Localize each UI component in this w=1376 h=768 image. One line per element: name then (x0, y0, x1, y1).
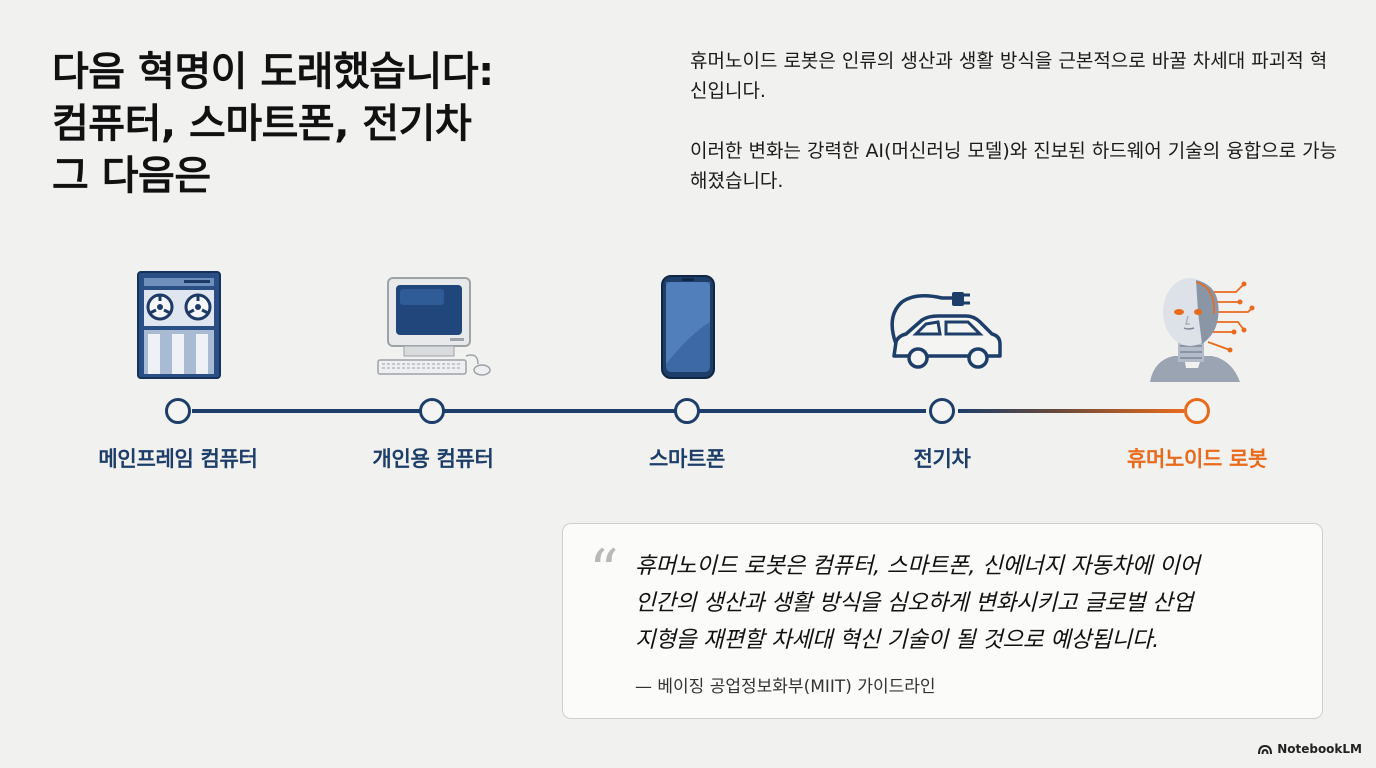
quote-line-2: 인간의 생산과 생활 방식을 심오하게 변화시키고 글로벌 산업 (635, 585, 1305, 622)
stage-label-mainframe: 메인프레임 컴퓨터 (48, 443, 308, 473)
quote-mark-icon: “ (589, 542, 619, 600)
notebooklm-logo-icon (1257, 743, 1273, 755)
technology-timeline: 메인프레임 컴퓨터 개인용 컴퓨터 (0, 250, 1376, 490)
intro-text: 휴머노이드 로봇은 인류의 생산과 생활 방식을 근본적으로 바꿀 차세대 파괴… (690, 46, 1340, 226)
smartphone-icon (660, 274, 716, 384)
timeline-node-5 (1184, 398, 1210, 424)
quote-box: “ 휴머노이드 로봇은 컴퓨터, 스마트폰, 신에너지 자동차에 이어 인간의 … (562, 523, 1323, 719)
quote-line-3: 지형을 재편할 차세대 혁신 기술이 될 것으로 예상됩니다. (635, 622, 1305, 659)
timeline-node-4 (929, 398, 955, 424)
quote-source: — 베이징 공업정보화부(MIIT) 가이드라인 (635, 672, 936, 697)
electric-car-icon (882, 286, 1004, 382)
timeline-node-3 (674, 398, 700, 424)
quote-line-1: 휴머노이드 로봇은 컴퓨터, 스마트폰, 신에너지 자동차에 이어 (635, 548, 1305, 585)
brand-watermark: NotebookLM (1257, 742, 1362, 756)
humanoid-robot-icon (1140, 272, 1256, 386)
timeline-node-2 (419, 398, 445, 424)
stage-label-ev: 전기차 (812, 443, 1072, 473)
stage-label-humanoid: 휴머노이드 로봇 (1067, 443, 1327, 473)
stage-label-pc: 개인용 컴퓨터 (303, 443, 563, 473)
timeline-node-1 (165, 398, 191, 424)
intro-paragraph-2: 이러한 변화는 강력한 AI(머신러닝 모델)와 진보된 하드웨어 기술의 융합… (690, 136, 1340, 196)
stage-label-smartphone: 스마트폰 (557, 443, 817, 473)
intro-paragraph-1: 휴머노이드 로봇은 인류의 생산과 생활 방식을 근본적으로 바꿀 차세대 파괴… (690, 46, 1340, 106)
timeline-line (192, 409, 926, 413)
brand-label: NotebookLM (1277, 742, 1362, 756)
quote-text: 휴머노이드 로봇은 컴퓨터, 스마트폰, 신에너지 자동차에 이어 인간의 생산… (635, 548, 1305, 659)
mainframe-computer-icon (136, 270, 222, 384)
headline-line-2: 컴퓨터, 스마트폰, 전기차 (52, 98, 612, 150)
headline-line-3: 그 다음은 (52, 150, 612, 202)
timeline-line-transition (958, 409, 1184, 413)
personal-computer-icon (374, 276, 494, 384)
headline: 다음 혁명이 도래했습니다: 컴퓨터, 스마트폰, 전기차 그 다음은 (52, 46, 612, 202)
headline-line-1: 다음 혁명이 도래했습니다: (52, 46, 612, 98)
